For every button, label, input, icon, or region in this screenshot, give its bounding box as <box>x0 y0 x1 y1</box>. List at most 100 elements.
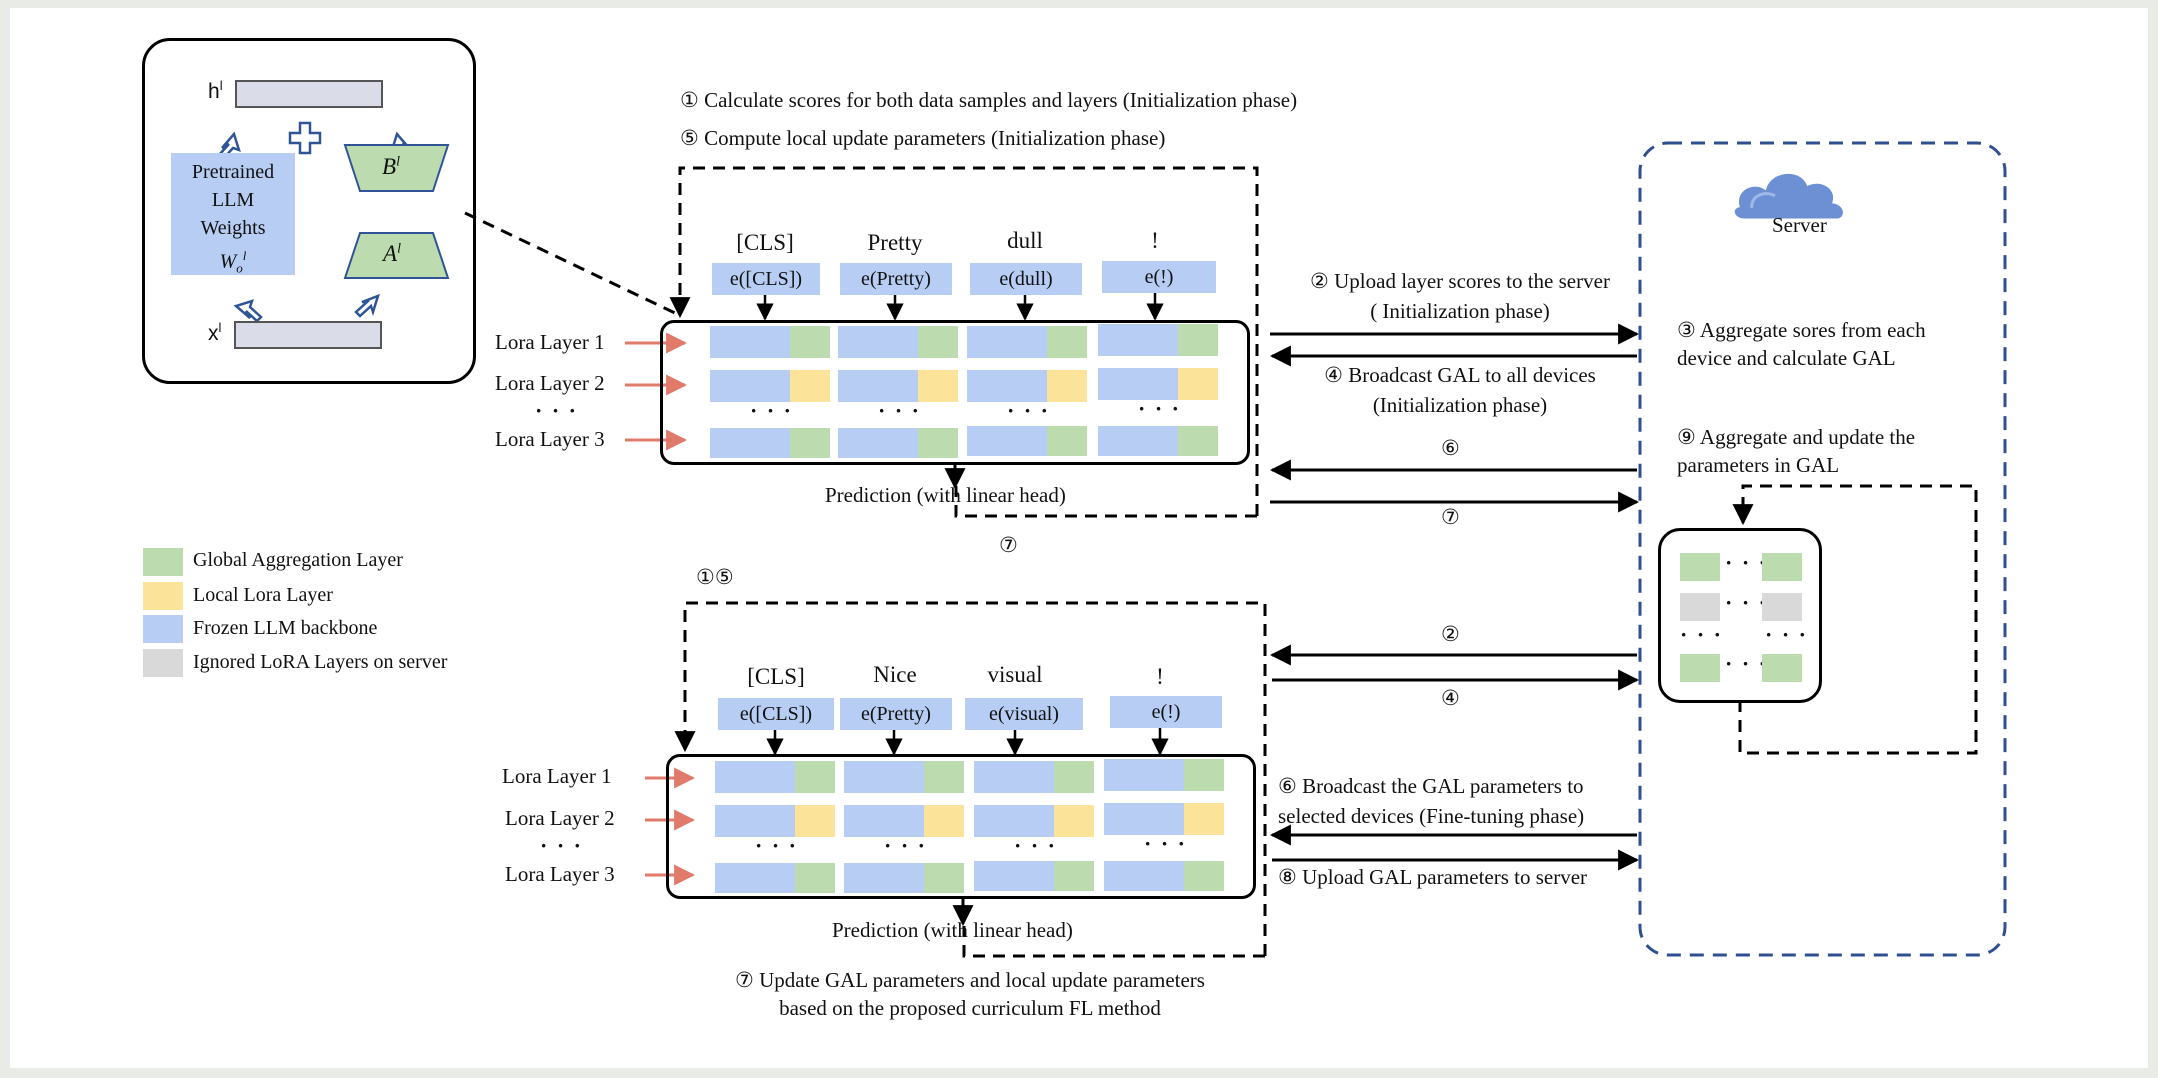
server-step9-label: ⑨ Aggregate and update the parameters in… <box>1677 425 1916 477</box>
top-backbone-1-3 <box>967 326 1047 358</box>
bottom-layer-dots: · · · <box>540 833 584 858</box>
top-token-cls: [CLS] <box>736 230 794 255</box>
bottom-local-2-2 <box>924 805 964 837</box>
matrix-a-label: Al <box>383 241 401 266</box>
h-vector <box>235 80 383 108</box>
top-backbone-2-2 <box>838 370 918 402</box>
broadcast-gal-label: ④ Broadcast GAL to all devices (Initiali… <box>1324 363 1596 417</box>
step5-label: ⑤ Compute local update parameters (Initi… <box>680 126 1166 150</box>
top-token-pretty: Pretty <box>867 230 923 255</box>
top-token-dull: dull <box>1007 228 1043 253</box>
upload-scores-label: ② Upload layer scores to the server ( In… <box>1310 269 1610 323</box>
bottom-backbone-3-2 <box>844 863 924 893</box>
top-local-2-3 <box>1047 370 1087 402</box>
top-backbone-2-3 <box>967 370 1047 402</box>
top-gal-1-4 <box>1178 324 1218 356</box>
top-device-model <box>660 320 1250 465</box>
gal-server-box <box>1658 528 1822 703</box>
bottom-gal-3-2 <box>924 863 964 893</box>
top-token-bang: ! <box>1151 228 1159 253</box>
top-backbone-3-2 <box>838 428 918 458</box>
top-lora-layer-1: Lora Layer 1 <box>495 330 605 354</box>
bottom-token-bang: ! <box>1156 664 1164 689</box>
bottom-dashed-loop <box>674 601 1267 956</box>
arrow-up-right-bottom <box>354 293 380 318</box>
bottom-backbone-2-2 <box>844 805 924 837</box>
bottom-embedding-bang: e(!) <box>1110 696 1222 728</box>
matrix-b-label: Bl <box>382 154 400 179</box>
top-backbone-3-1 <box>710 428 790 458</box>
bottom-dashed-bottom <box>962 926 1265 958</box>
bottom-local-2-3 <box>1054 805 1094 837</box>
bottom-backbone-3-1 <box>715 863 795 893</box>
top-backbone-1-4 <box>1098 324 1178 356</box>
top-dots-3: · · · <box>1007 398 1051 423</box>
top-gal-3-4 <box>1178 426 1218 456</box>
top-local-2-2 <box>918 370 958 402</box>
top-lora-layer-2: Lora Layer 2 <box>495 371 605 395</box>
top-dots-1: · · · <box>750 398 794 423</box>
bottom-prediction-label: Prediction (with linear head) <box>832 918 1073 942</box>
bottom-embedding-pretty: e(Pretty) <box>840 698 952 730</box>
two-bottom-label: ② <box>1441 622 1460 646</box>
server-dots-row1: · · · <box>1725 550 1769 575</box>
bottom-token-cls: [CLS] <box>747 664 805 689</box>
top-prediction-label: Prediction (with linear head) <box>825 483 1066 507</box>
top-lora-layer-3: Lora Layer 3 <box>495 427 605 451</box>
top-gal-1-3 <box>1047 326 1087 358</box>
bottom-local-2-1 <box>795 805 835 837</box>
seven-top-label: ⑦ <box>1441 505 1460 529</box>
top-layer-dots: · · · <box>535 398 579 423</box>
server-label: Server <box>1772 213 1827 237</box>
bottom-gal-1-4 <box>1184 759 1224 791</box>
upload-params-label: ⑧ Upload GAL parameters to server <box>1278 865 1588 889</box>
top-local-2-1 <box>790 370 830 402</box>
top-embedding-pretty: e(Pretty) <box>840 263 952 295</box>
server-dots-row3: · · · <box>1725 651 1769 676</box>
top-dots-4: · · · <box>1138 396 1182 421</box>
top-gal-3-3 <box>1047 426 1087 456</box>
pretrained-weights-label: Pretrained LLM Weights Wol <box>191 161 275 276</box>
top-backbone-3-4 <box>1098 426 1178 456</box>
bottom-lora-layer-1: Lora Layer 1 <box>502 764 612 788</box>
server-dots-col2: · · · <box>1765 622 1809 647</box>
six-top-label: ⑥ <box>1441 436 1460 460</box>
bottom-token-visual: visual <box>987 662 1043 687</box>
bottom-gal-1-3 <box>1054 761 1094 793</box>
bottom-local-2-4 <box>1184 803 1224 835</box>
top-gal-3-1 <box>790 428 830 458</box>
bottom-gal-1-1 <box>795 761 835 793</box>
bottom-dots-4: · · · <box>1144 831 1188 856</box>
broadcast-params-label: ⑥ Broadcast the GAL parameters to select… <box>1278 774 1585 828</box>
legend-swatch-ignored <box>143 649 183 677</box>
top-embedding-cls: e([CLS]) <box>712 263 820 295</box>
server-dots-row2: · · · <box>1725 590 1769 615</box>
legend-label-ignored: Ignored LoRA Layers on server <box>193 651 448 673</box>
bottom-backbone-2-3 <box>974 805 1054 837</box>
top-backbone-3-3 <box>967 426 1047 456</box>
top-gal-1-1 <box>790 326 830 358</box>
bottom-backbone-1-2 <box>844 761 924 793</box>
bottom-backbone-1-3 <box>974 761 1054 793</box>
matrix-b-shape <box>343 144 450 192</box>
zoom-line <box>464 211 676 315</box>
bottom-backbone-2-1 <box>715 805 795 837</box>
top-backbone-2-1 <box>710 370 790 402</box>
top-step7-below: ⑦ <box>999 533 1018 557</box>
bottom-backbone-2-4 <box>1104 803 1184 835</box>
server-gal-1-2 <box>1762 553 1802 581</box>
top-local-2-4 <box>1178 368 1218 400</box>
bottom-backbone-3-3 <box>974 861 1054 891</box>
top-gal-3-2 <box>918 428 958 458</box>
matrix-a-shape <box>343 232 450 279</box>
legend-label-local: Local Lora Layer <box>193 584 333 606</box>
bottom-backbone-3-4 <box>1104 861 1184 891</box>
bottom-gal-3-1 <box>795 863 835 893</box>
x-label: xl <box>208 320 222 345</box>
cloud-icon <box>1731 170 1846 222</box>
bottom-backbone-1-4 <box>1104 759 1184 791</box>
x-vector <box>234 321 382 349</box>
bottom-device-model <box>666 754 1256 899</box>
server-gal-3-2 <box>1762 654 1802 682</box>
top-gal-1-2 <box>918 326 958 358</box>
